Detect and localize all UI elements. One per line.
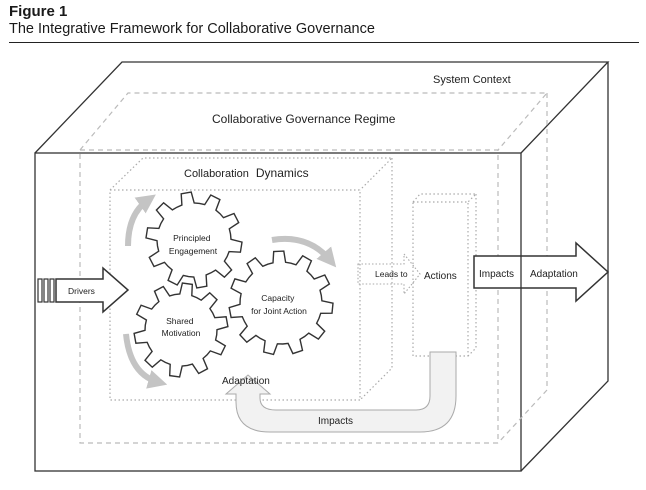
dynamics-label-prefix: Collaboration [184, 168, 249, 180]
drivers-label: Drivers [68, 286, 95, 296]
dynamics-label: Collaboration Dynamics [184, 166, 309, 180]
figure-label: Figure 1 [9, 3, 68, 20]
regime-label: Collaborative Governance Regime [212, 112, 396, 126]
gear-pe-outline [145, 191, 243, 289]
impacts-loop-arrow [224, 351, 457, 433]
actions-label: Actions [424, 271, 457, 282]
gear-shared-motivation [133, 282, 229, 378]
dynamics-label-suffix: Dynamics [256, 166, 309, 180]
capacity-label: Capacity for Joint Action [251, 293, 307, 316]
figure-title: The Integrative Framework for Collaborat… [9, 21, 375, 37]
cycle-arrow-left-bottom [123, 333, 168, 389]
principled-engagement-label: Principled Engagement [169, 233, 218, 256]
gear-sm-outline [133, 282, 229, 378]
cycle-arrow-top-right [271, 235, 337, 268]
title-rule [9, 42, 639, 43]
cycle-arrow-left-top [125, 194, 156, 247]
output-adaptation-label: Adaptation [530, 269, 578, 280]
system-context-box [34, 61, 610, 472]
output-arrow [473, 241, 610, 303]
gear-cj-outline [228, 250, 334, 356]
shared-motivation-line1: Shared [166, 316, 194, 326]
principled-engagement-line1: Principled [173, 233, 211, 243]
loop-impacts-label: Impacts [318, 416, 353, 427]
leads-to-label: Leads to [375, 269, 408, 279]
regime-box [79, 92, 549, 444]
loop-adaptation-label: Adaptation [222, 376, 270, 387]
shared-motivation-line2: Motivation [162, 328, 201, 338]
capacity-line2: for Joint Action [251, 306, 307, 316]
drivers-arrow [37, 266, 130, 314]
gear-principled-engagement [145, 191, 243, 289]
system-context-label: System Context [433, 74, 511, 86]
capacity-line1: Capacity [261, 293, 295, 303]
output-impacts-label: Impacts [479, 269, 514, 280]
gear-capacity-joint-action [228, 250, 334, 356]
principled-engagement-line2: Engagement [169, 246, 218, 256]
dynamics-box [109, 157, 394, 401]
shared-motivation-label: Shared Motivation [162, 316, 201, 338]
